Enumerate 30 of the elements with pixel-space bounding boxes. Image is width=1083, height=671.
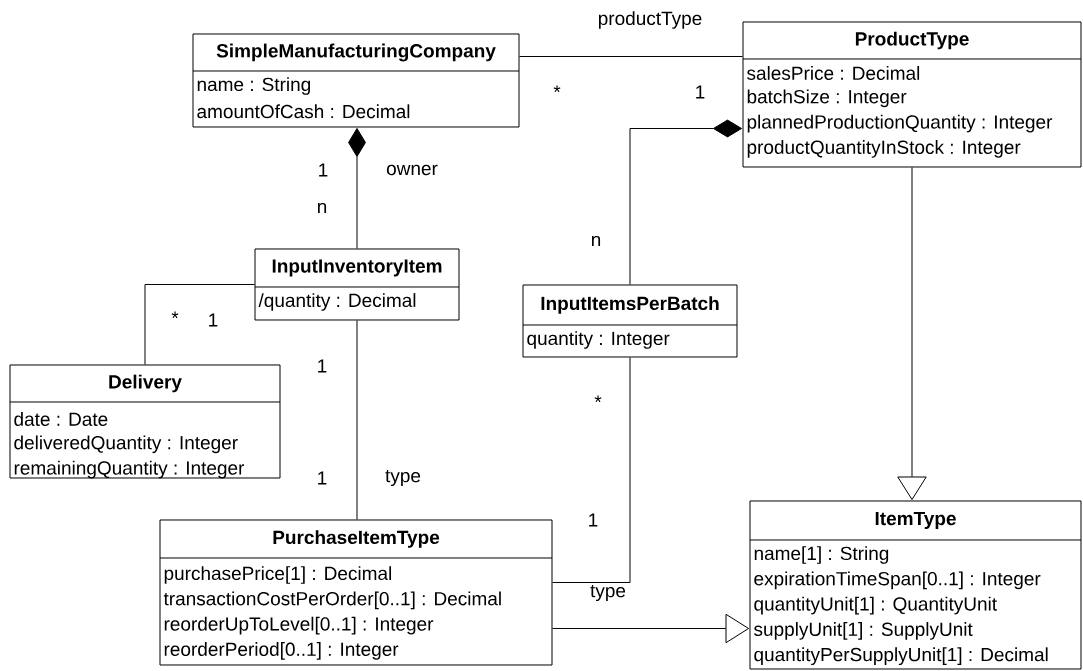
association-line <box>629 119 743 285</box>
class-box: SimpleManufacturingCompany name : String amountOfCash : Decimal <box>192 33 520 128</box>
class-box: ItemType name[1] : String expirationTimeSpan[0..1] : Integer quantityUnit[1] : QuantityUnit supplyUnit[1] : SupplyUnit quantityPerSupplyUnit[1] : Decimal <box>749 500 1082 670</box>
multiplicity: * <box>171 311 179 319</box>
role-name: productType <box>596 10 704 30</box>
multiplicity: * <box>553 85 561 93</box>
association-line <box>552 613 750 644</box>
association-line <box>552 357 631 583</box>
multiplicity: n <box>318 202 327 214</box>
association-line <box>519 56 743 57</box>
role-name: type <box>589 583 627 603</box>
multiplicity: 1 <box>318 471 327 485</box>
multiplicity: 1 <box>319 163 328 177</box>
association-line <box>348 127 366 249</box>
association-line <box>144 284 255 365</box>
multiplicity: 1 <box>318 359 327 373</box>
multiplicity: n <box>592 235 601 247</box>
role-name: type <box>384 468 422 488</box>
association-line <box>356 320 358 520</box>
multiplicity: 1 <box>696 85 705 99</box>
class-box: InputInventoryItem /quantity : Decimal <box>254 248 460 321</box>
class-box: ProductType salesPrice : Decimal batchSize : Integer plannedProductionQuantity : Integer productQuantityInStock : Integer <box>742 21 1082 168</box>
multiplicity: 1 <box>209 313 218 327</box>
association-line <box>897 167 927 501</box>
class-box: PurchaseItemType purchasePrice[1] : Decimal transactionCostPerOrder[0..1] : Decimal reorderUpToLevel[0..1] : Integer reorderPeriod[0..1] : Integer <box>159 519 553 666</box>
multiplicity: 1 <box>589 513 598 527</box>
class-box: InputItemsPerBatch quantity : Integer <box>522 284 738 358</box>
class-box: Delivery date : Date deliveredQuantity : Integer remainingQuantity : Integer <box>9 364 281 479</box>
multiplicity: * <box>594 395 602 403</box>
role-name: owner <box>385 163 439 177</box>
